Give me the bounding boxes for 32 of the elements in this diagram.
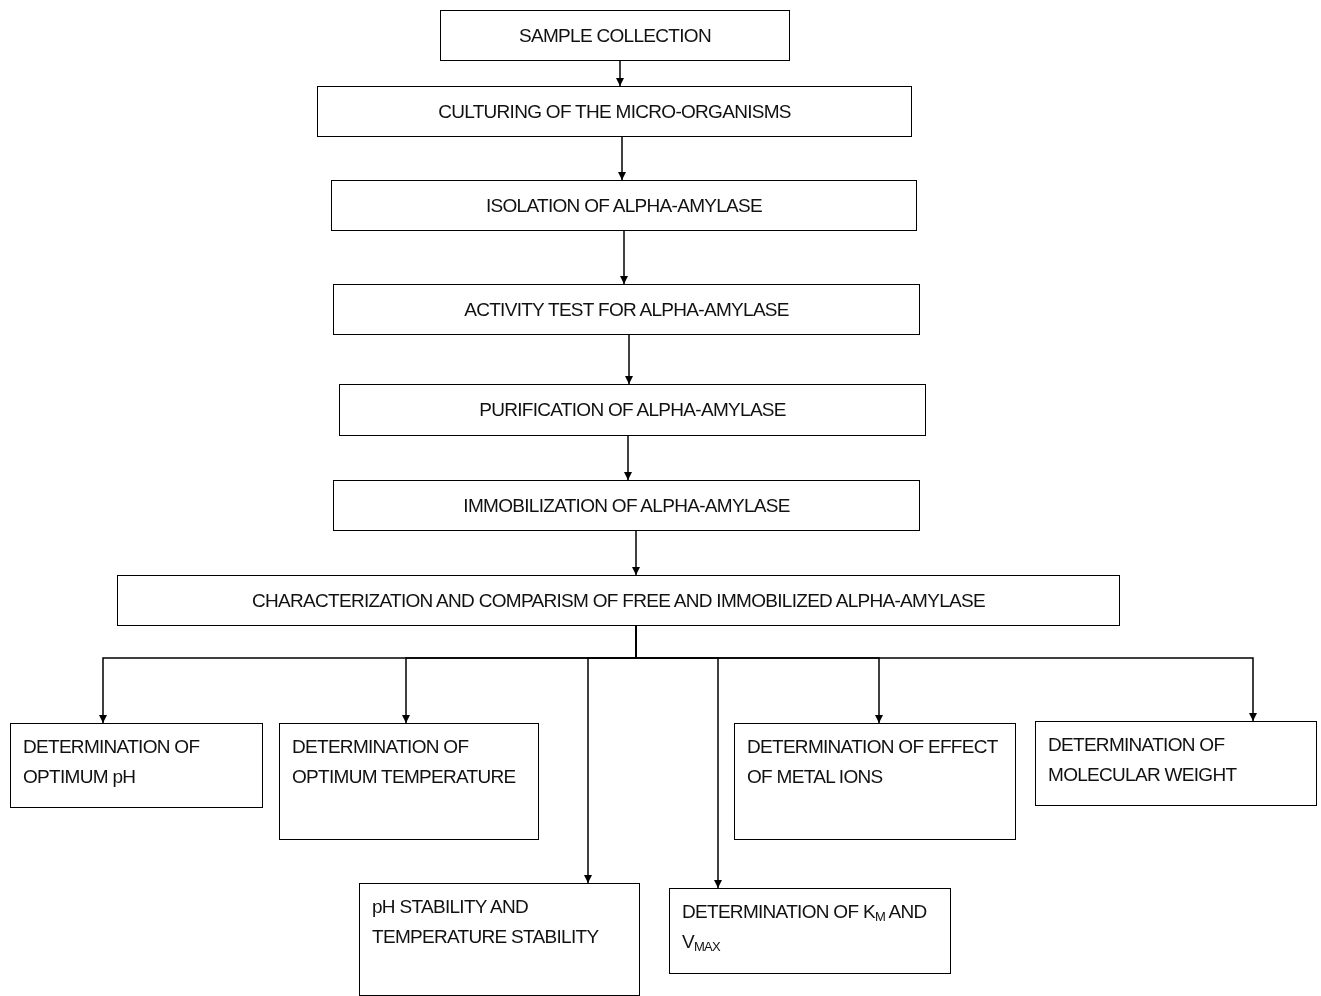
step-label: SAMPLE COLLECTION (519, 23, 711, 48)
process-box (317, 86, 912, 137)
process-box (10, 723, 263, 808)
step-label: ACTIVITY TEST FOR ALPHA-AMYLASE (464, 297, 789, 322)
process-box (669, 888, 951, 974)
process-box (339, 384, 926, 436)
process-box (331, 180, 917, 231)
arrow (618, 136, 626, 181)
step-label: IMMOBILIZATION OF ALPHA-AMYLASE (463, 493, 790, 518)
step-label: DETERMINATION OF OPTIMUM TEMPERATURE (292, 735, 517, 789)
step-label: CHARACTERIZATION AND COMPARISM OF FREE AND IMMOBILIZED ALPHA-AMYLASE (252, 588, 985, 613)
process-box (359, 883, 640, 996)
step-label: DETERMINATION OF K$_{M}$ AND V$_{MAX}$ (682, 900, 928, 956)
process-box (440, 10, 790, 61)
step-label: DETERMINATION OF OPTIMUM pH (23, 735, 201, 789)
step-label: DETERMINATION OF MOLECULAR WEIGHT (1048, 733, 1238, 787)
step-label: PURIFICATION OF ALPHA-AMYLASE (479, 398, 786, 422)
step-label: pH STABILITY AND TEMPERATURE STABILITY (372, 895, 600, 949)
process-box (333, 284, 920, 335)
process-box (1035, 721, 1317, 806)
step-label: DETERMINATION OF EFFECT OF METAL IONS (747, 735, 999, 789)
arrow (632, 530, 640, 576)
arrow (624, 435, 632, 481)
process-box (333, 480, 920, 531)
arrow (616, 60, 624, 87)
step-label: ISOLATION OF ALPHA-AMYLASE (486, 193, 762, 218)
arrow (625, 334, 633, 385)
arrow (620, 230, 628, 285)
process-box (117, 575, 1120, 626)
process-box (279, 723, 539, 840)
process-box (734, 723, 1016, 840)
step-label: CULTURING OF THE MICRO-ORGANISMS (438, 99, 791, 124)
